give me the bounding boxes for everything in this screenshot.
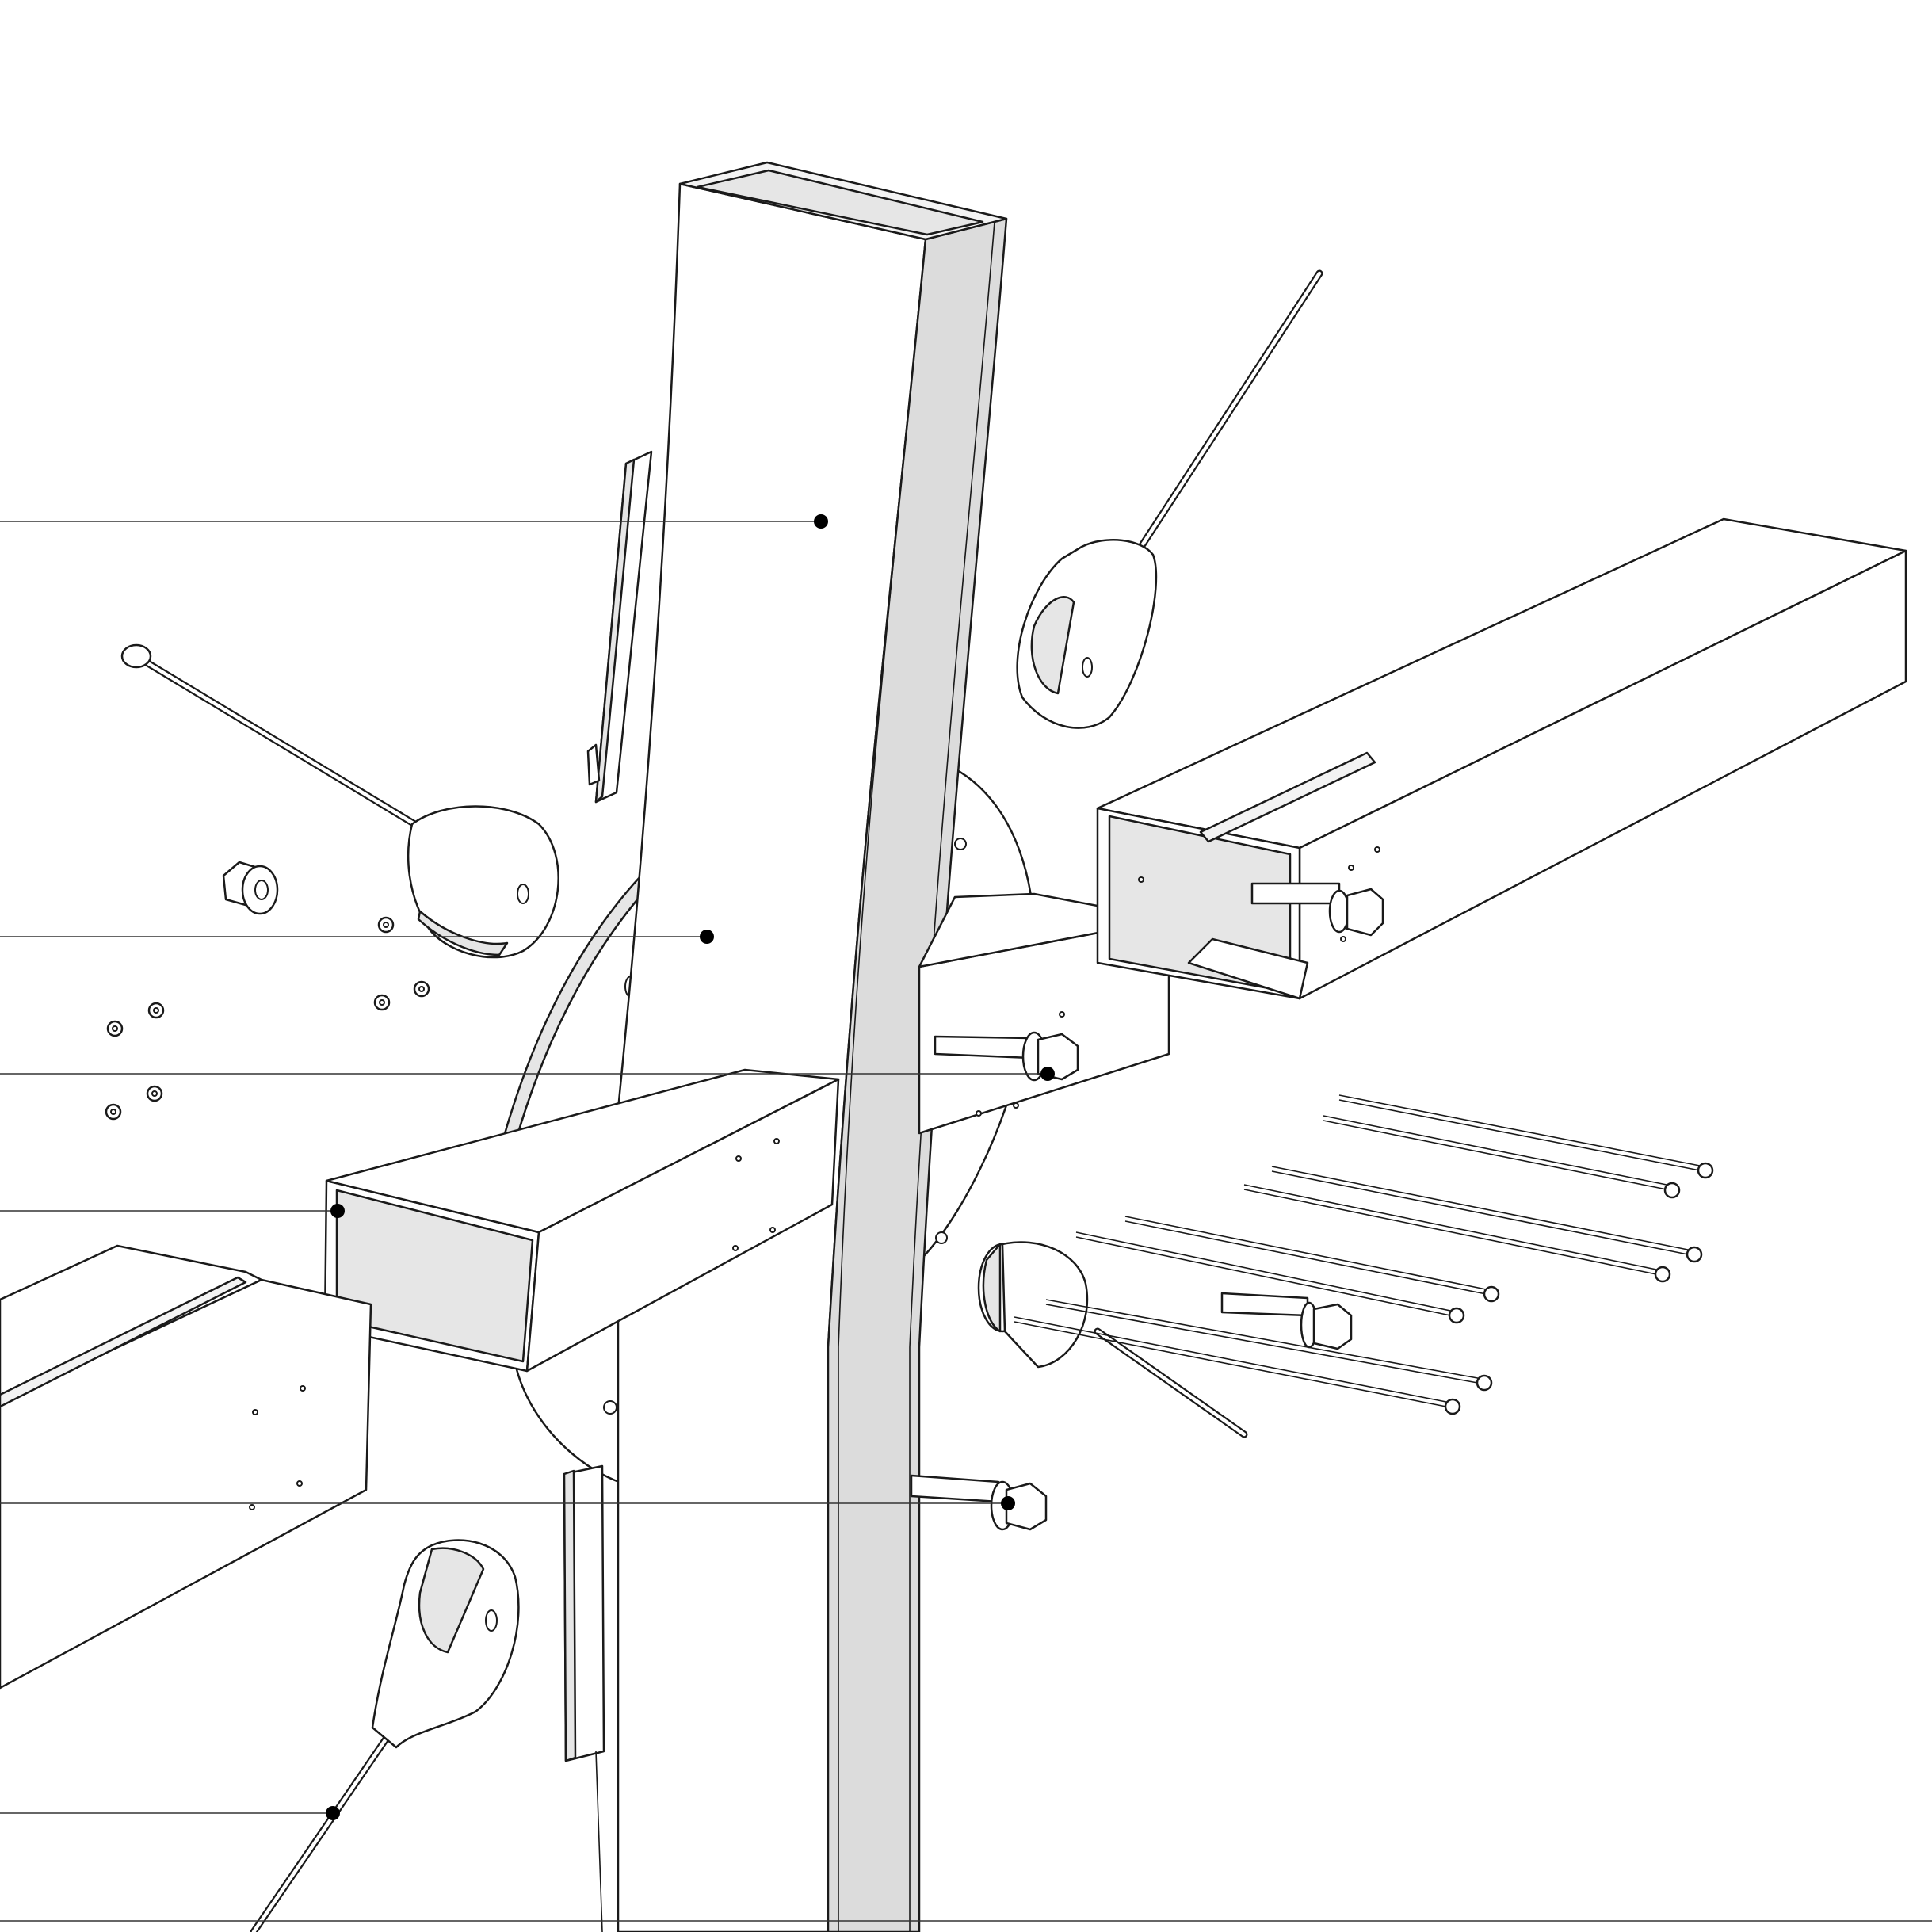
callout-dot (1001, 1496, 1015, 1510)
lower-handle (250, 1539, 520, 1932)
bolt-upper (934, 1031, 1079, 1082)
sleeve-inner (335, 1189, 534, 1363)
callout-dot (330, 1204, 345, 1218)
small-nuts (105, 916, 430, 1121)
right-beam-holes (1138, 846, 1380, 942)
right-handle (1016, 269, 1323, 729)
flange-nut (222, 861, 279, 915)
post-opening (696, 169, 984, 236)
sleeve-side (525, 1078, 840, 1373)
right-beam-strip (1199, 751, 1376, 843)
callout-dot (1040, 1067, 1055, 1081)
plate-edge (594, 458, 636, 804)
plate-line (595, 1751, 603, 1932)
sleeve-holes (732, 1138, 780, 1251)
rear-sleeve-holes (976, 1011, 1065, 1117)
callout-leaders (0, 514, 1055, 1820)
plate-edge (563, 1469, 577, 1762)
plate-hole (935, 1231, 948, 1244)
left-handle (120, 643, 559, 959)
callout-dot (700, 930, 714, 944)
bolt-right-beam (1250, 882, 1384, 937)
plate-hole (954, 838, 967, 850)
left-beam-side (0, 1278, 372, 1690)
post-edge (909, 221, 995, 1932)
plate-lug (586, 743, 601, 786)
bolt-lower (910, 1474, 1048, 1531)
post-edge (838, 239, 926, 1932)
right-beam-flange (1187, 937, 1309, 1000)
bolt-middle (1220, 1292, 1353, 1350)
left-beam-holes (249, 1385, 306, 1510)
left-beam-strip (0, 1276, 247, 1408)
disc-hole (603, 1400, 617, 1415)
callout-dot (326, 1806, 340, 1820)
clamp-handle (977, 1241, 1248, 1438)
threaded-rods (1014, 1094, 1714, 1415)
callout-dot (814, 514, 828, 529)
